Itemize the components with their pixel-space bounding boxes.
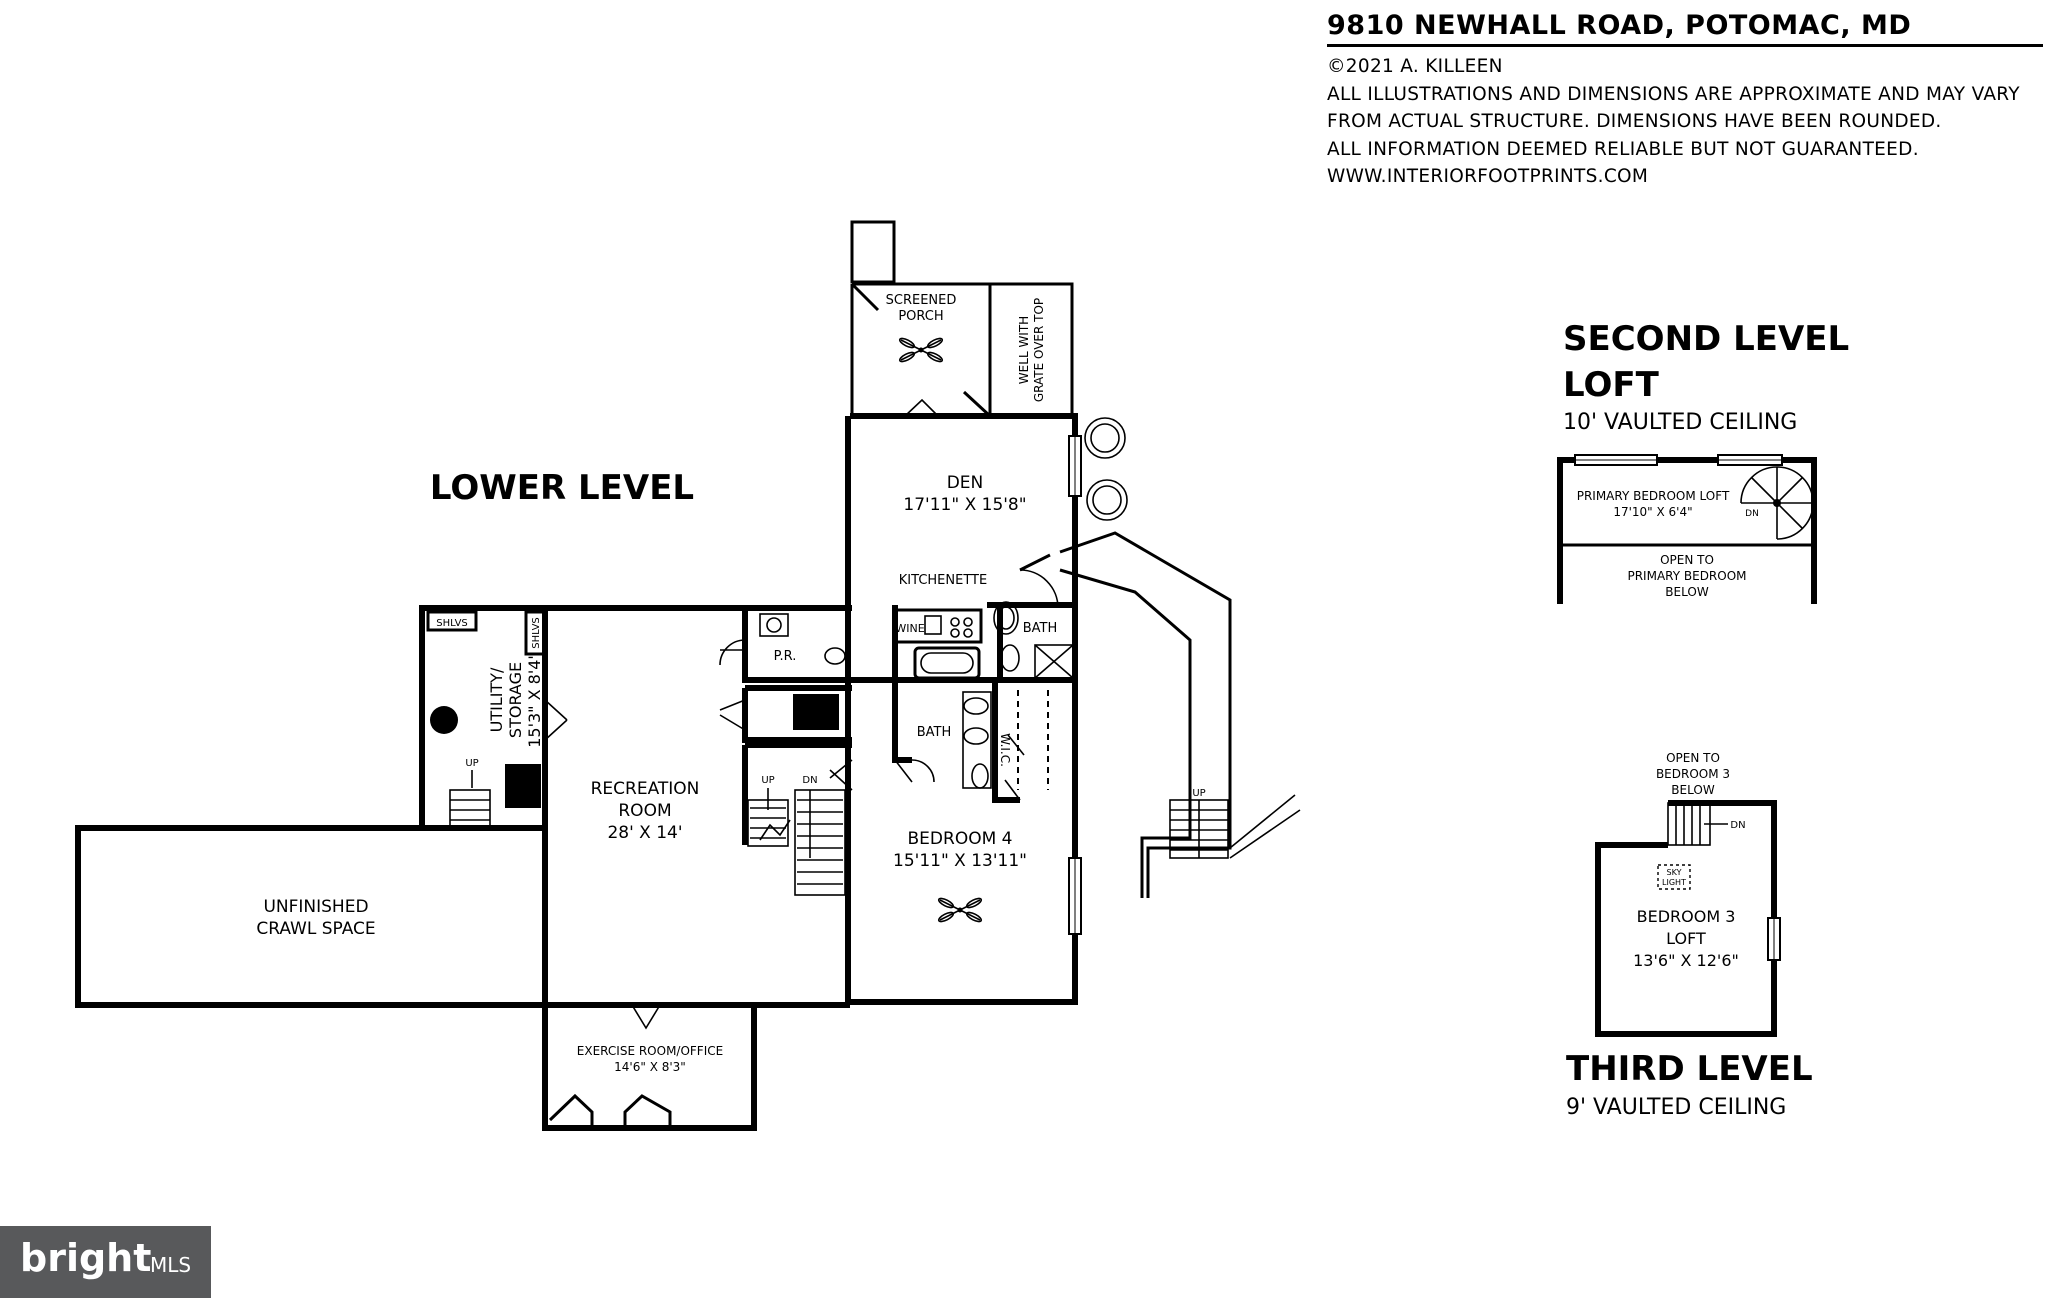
stair-up-label: UP [465, 758, 478, 769]
svg-text:SHLVS: SHLVS [531, 617, 542, 649]
svg-text:14'6" X 8'3": 14'6" X 8'3" [614, 1060, 686, 1074]
third-level-ceiling: 9' VAULTED CEILING [1566, 1095, 1786, 1120]
svg-text:OPEN TO: OPEN TO [1666, 751, 1720, 765]
svg-text:GRATE OVER TOP: GRATE OVER TOP [1032, 298, 1046, 402]
svg-text:DN: DN [1730, 820, 1745, 831]
disclaimer-line: ALL ILLUSTRATIONS AND DIMENSIONS ARE APP… [1327, 83, 2020, 105]
stair-up-label: UP [1192, 788, 1205, 799]
svg-text:BELOW: BELOW [1665, 585, 1709, 599]
kitchenette-bath-block: WINE BATH BATH W.I.C. [852, 553, 1075, 803]
bath-upper-label: BATH [1023, 621, 1058, 636]
svg-text:UNFINISHED: UNFINISHED [263, 897, 368, 917]
stair-dn-label: DN [802, 775, 817, 786]
svg-text:13'6" X 12'6": 13'6" X 12'6" [1633, 951, 1739, 970]
wine-label: WINE [895, 622, 924, 635]
den-wing-walls [845, 413, 1082, 1005]
svg-text:EXERCISE ROOM/OFFICE: EXERCISE ROOM/OFFICE [577, 1044, 723, 1058]
property-address: 9810 NEWHALL ROAD, POTOMAC, MD [1327, 10, 2043, 47]
svg-text:PRIMARY BEDROOM: PRIMARY BEDROOM [1627, 569, 1746, 583]
third-level: OPEN TO BEDROOM 3 BELOW DN SKY LIGHT BED… [1566, 751, 1813, 1120]
svg-text:BEDROOM 3: BEDROOM 3 [1637, 907, 1736, 926]
exterior-walkway: UP [1059, 531, 1301, 898]
tree-icon [1086, 479, 1128, 521]
tree-icon [1084, 417, 1126, 459]
bedroom-4: BEDROOM 4 15'11" X 13'11" [893, 829, 1027, 923]
website-link[interactable]: WWW.INTERIORFOOTPRINTS.COM [1327, 166, 1649, 187]
recreation-room-label: RECREATION [591, 779, 700, 799]
svg-text:BEDROOM 4: BEDROOM 4 [908, 829, 1013, 849]
exercise-room: EXERCISE ROOM/OFFICE 14'6" X 8'3" [542, 1004, 757, 1131]
svg-text:ROOM: ROOM [618, 801, 671, 821]
skylight-icon [1657, 864, 1691, 890]
crawl-space: UNFINISHED CRAWL SPACE [75, 825, 545, 1008]
svg-text:OPEN TO: OPEN TO [1660, 553, 1714, 567]
bright-mls-logo: bright MLS [0, 1226, 211, 1298]
svg-text:WELL WITH: WELL WITH [1017, 316, 1031, 384]
second-level-title: SECOND LEVEL [1563, 319, 1849, 359]
svg-text:17'11" X 15'8": 17'11" X 15'8" [903, 495, 1026, 515]
disclaimer-line: FROM ACTUAL STRUCTURE. DIMENSIONS HAVE B… [1327, 111, 1942, 132]
recreation-block: P.R. UP DN RECREATION ROOM 28' X 14 [542, 605, 853, 1008]
svg-text:UTILITY/: UTILITY/ [487, 667, 506, 732]
window-well: WELL WITH GRATE OVER TOP [988, 282, 1074, 418]
svg-text:BELOW: BELOW [1671, 783, 1715, 797]
lower-level-title: LOWER LEVEL [430, 468, 694, 508]
den-room: DEN 17'11" X 15'8" KITCHENETTE [899, 473, 1027, 588]
svg-text:PRIMARY BEDROOM LOFT: PRIMARY BEDROOM LOFT [1577, 489, 1730, 503]
porch-door [904, 398, 939, 417]
svg-text:SCREENED: SCREENED [886, 293, 957, 308]
stair-up-label: UP [761, 775, 774, 786]
second-level-ceiling: 10' VAULTED CEILING [1563, 410, 1797, 435]
second-level-loft: LOFT [1563, 365, 1660, 405]
title-block: 9810 NEWHALL ROAD, POTOMAC, MD ©2021 A. … [1327, 10, 2043, 191]
svg-text:15'11" X 13'11": 15'11" X 13'11" [893, 851, 1027, 871]
svg-text:CRAWL SPACE: CRAWL SPACE [256, 919, 375, 939]
svg-text:SKY: SKY [1667, 868, 1682, 877]
svg-text:STORAGE: STORAGE [506, 662, 525, 738]
spiral-stair-icon [1740, 466, 1814, 540]
svg-text:SHLVS: SHLVS [436, 618, 468, 629]
ceiling-fan-icon [937, 897, 983, 923]
third-level-title: THIRD LEVEL [1566, 1049, 1813, 1089]
chimney [850, 220, 896, 284]
pr-label: P.R. [774, 649, 797, 664]
svg-text:15'3" X 8'4": 15'3" X 8'4" [525, 652, 544, 748]
svg-text:DEN: DEN [947, 473, 984, 493]
svg-text:DN: DN [1745, 509, 1759, 519]
svg-text:LOFT: LOFT [1666, 929, 1706, 948]
bath-lower-label: BATH [917, 725, 952, 740]
svg-text:28' X 14': 28' X 14' [607, 823, 682, 843]
copyright-line: ©2021 A. KILLEEN [1327, 56, 1503, 77]
svg-text:17'10" X 6'4": 17'10" X 6'4" [1613, 505, 1692, 519]
disclaimer-line: ALL INFORMATION DEEMED RELIABLE BUT NOT … [1327, 138, 1919, 160]
svg-text:BEDROOM 3: BEDROOM 3 [1656, 767, 1730, 781]
logo-brand: bright [20, 1236, 152, 1280]
wic-label: W.I.C. [998, 733, 1012, 767]
kitchenette-label: KITCHENETTE [899, 573, 987, 588]
svg-text:LIGHT: LIGHT [1662, 878, 1686, 887]
logo-suffix: MLS [150, 1253, 192, 1277]
svg-text:PORCH: PORCH [898, 309, 943, 324]
second-level: SECOND LEVEL LOFT 10' VAULTED CEILING DN… [1557, 319, 1849, 604]
screened-porch: SCREENED PORCH [850, 282, 992, 418]
ceiling-fan-icon [898, 337, 944, 363]
